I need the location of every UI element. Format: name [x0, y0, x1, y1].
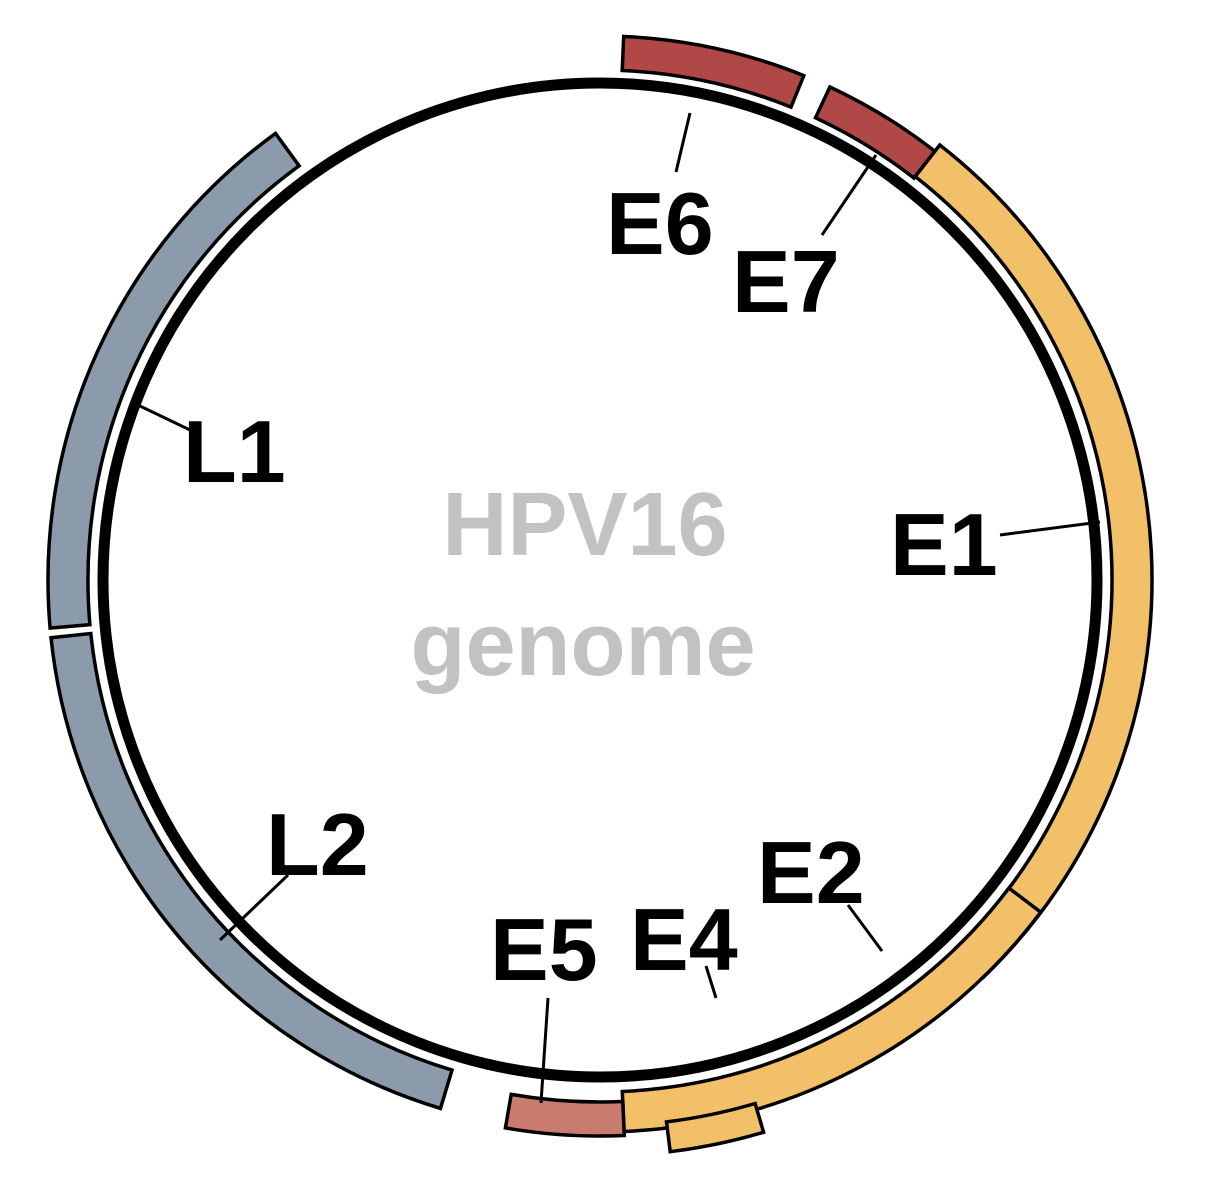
leader-lines	[139, 112, 1101, 1104]
leader-line-e7	[820, 154, 878, 236]
leader-line-e2	[846, 904, 884, 952]
gene-segment-l2	[49, 631, 455, 1111]
leader-line-e1	[999, 520, 1101, 537]
gene-label-e2: E2	[757, 823, 865, 922]
leader-line-e6	[674, 112, 692, 173]
gene-label-e1: E1	[890, 495, 998, 594]
gene-label-e6: E6	[606, 174, 714, 273]
gene-segment-l1	[46, 130, 302, 630]
gene-label-e5: E5	[490, 900, 598, 999]
gene-label-l2: L2	[266, 795, 369, 894]
gene-segment-e6	[620, 34, 807, 110]
genome-title-line1: HPV16	[442, 475, 727, 575]
leader-line-e4	[704, 965, 718, 999]
gene-label-e7: E7	[732, 232, 840, 331]
gene-label-l1: L1	[183, 402, 286, 501]
gene-labels: E6 E7 E1 E2 E4 E5 L2 L1	[183, 174, 998, 999]
gene-segment-e7	[813, 84, 938, 181]
gene-segment-e4	[664, 1101, 766, 1154]
genome-backbone-circle	[97, 77, 1103, 1083]
gene-label-e4: E4	[630, 890, 738, 989]
leader-line-l2	[218, 873, 290, 942]
gene-segment-e5	[503, 1092, 627, 1138]
genome-title-line2: genome	[410, 595, 755, 695]
gene-segments	[46, 34, 1154, 1154]
leader-line-l1	[139, 404, 191, 432]
leader-line-e5	[539, 997, 550, 1104]
